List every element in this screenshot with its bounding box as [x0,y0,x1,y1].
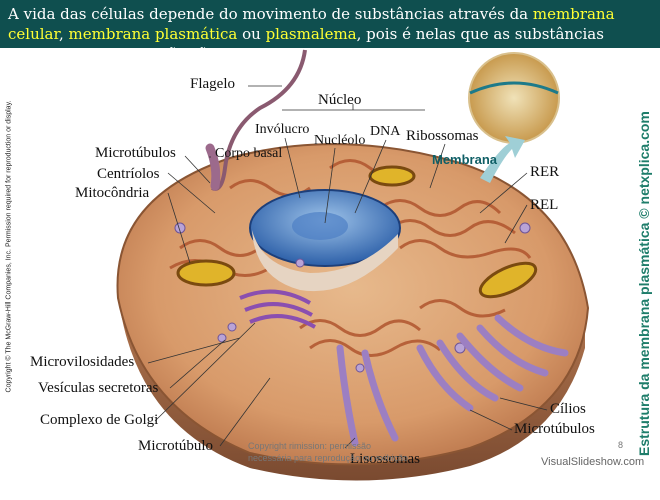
label-vesiculas-secretoras: Vesículas secretoras [38,380,159,396]
leader-lines [147,85,548,449]
label-lisossomas: Lisossomas [350,451,421,467]
highlight-membrana-celular: membrana celular [8,5,615,43]
label-corpo-basal: Corpo basal [215,146,283,161]
label-involucro: Invólucro [255,122,310,137]
page-number: 8 [618,440,624,450]
label-nucleo: Núcleo [318,92,362,108]
highlight-membrana-plasmatica: membrana plasmática [68,25,238,43]
footer-brand: VisualSlideshow.com [541,456,645,468]
label-cilios: Cílios [550,401,586,417]
membrane-inset [468,52,560,144]
highlight-plasmalema: plasmalema [265,25,357,43]
diagram-stage: Flagelo Núcleo Invólucro Nucléolo DNA Ri… [0,48,660,500]
caption-vertical: Estrutura da membrana plasmática © netxp… [636,111,652,456]
label-complexo-de-golgi: Complexo de Golgi [40,412,159,428]
cell-illustration [116,49,590,481]
inset-membrane-line [469,81,559,95]
label-nucleolo: Nucléolo [314,133,366,148]
basal-body [205,143,221,191]
copyright-vertical: Copyright © The McGraw-Hill Companies, I… [5,100,13,393]
label-membrana: Membrana [432,152,498,167]
label-dna: DNA [370,124,401,139]
watermark-line-1: Copyright rimission: permissão [248,441,372,451]
label-flagelo: Flagelo [190,76,235,92]
vesicles [174,222,531,373]
watermark: Copyright rimission: permissão necessári… [248,440,418,464]
label-rel: REL [530,197,559,213]
mitochondria [176,165,538,299]
label-microtubulo: Microtúbulo [138,438,213,454]
banner-text-part: , pois é nelas que as substâncias result… [8,25,604,63]
label-ribossomas: Ribossomas [406,128,479,144]
label-centriolos: Centríolos [97,166,160,182]
banner-text-part: ou [237,25,266,43]
golgi-apparatus [239,289,316,329]
nucleolus [292,212,348,240]
label-microtubulos-top: Microtúbulos [95,145,176,161]
banner-text-part: A vida das células depende do movimento … [8,5,533,23]
label-microvilosidades: Microvilosidades [30,354,135,370]
title-banner: A vida das células depende do movimento … [0,0,660,63]
banner-text-part: , [59,25,69,43]
nucleus-cut [252,230,398,292]
cilia [336,314,569,447]
label-microtubulos-bottom: Microtúbulos [514,421,595,437]
label-mitocondria: Mitocôndria [75,185,150,201]
banner-text: A vida das células depende do movimento … [8,4,652,64]
inset-arrow [480,136,525,183]
label-rer: RER [530,164,560,180]
flagellum [211,49,307,191]
watermark-line-2: necessária para reprodução ou exibição [248,453,409,463]
